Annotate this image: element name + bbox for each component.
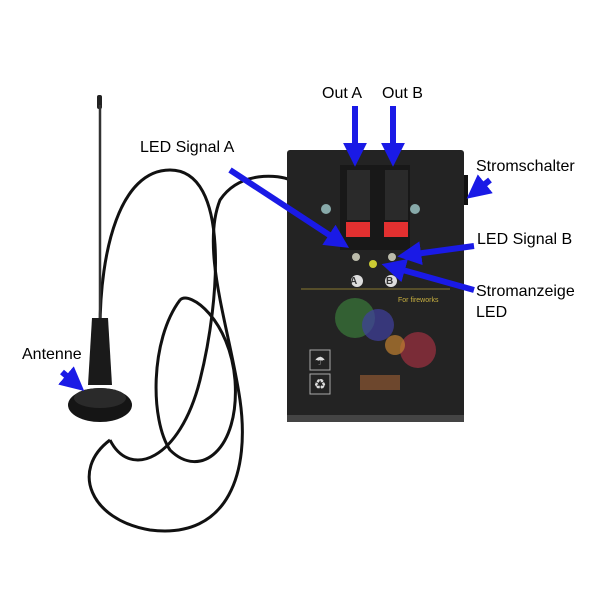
label-stromanzeige-led: LED (476, 304, 508, 321)
device-caption: For fireworks (398, 297, 439, 304)
receiver-box: ♻ ☂ (287, 150, 468, 422)
svg-text:☂: ☂ (315, 354, 326, 368)
arrow-antenne (58, 366, 85, 392)
fireworks-image (335, 298, 436, 390)
screw (321, 204, 331, 214)
arrow-led-a (228, 167, 350, 248)
svg-text:♻: ♻ (314, 376, 327, 392)
label-out-b: Out B (382, 85, 423, 102)
led-b (388, 253, 396, 261)
umbrella-icon (309, 349, 331, 371)
label-led-signal-b: LED Signal B (477, 231, 573, 248)
recycle-icon (309, 373, 331, 395)
antenna-cable (87, 168, 291, 533)
power-led (369, 260, 377, 268)
screw (410, 204, 420, 214)
terminal-a (346, 222, 370, 237)
label-stromschalter: Stromschalter (476, 158, 575, 175)
arrow-stromanzeige (381, 259, 475, 293)
label-led-signal-a: LED Signal A (140, 139, 235, 156)
label-stromanzeige: Stromanzeige (476, 283, 575, 300)
label-antenne: Antenne (22, 346, 82, 363)
arrow-stromschalter (466, 174, 493, 199)
led-a (352, 253, 360, 261)
channel-b-marker: B (386, 276, 394, 287)
terminal-b (384, 222, 408, 237)
channel-a-marker: A (350, 276, 358, 287)
arrow-led-b (397, 241, 475, 266)
label-out-a: Out A (322, 85, 363, 102)
antenna (68, 95, 132, 422)
annotation-arrows (58, 106, 493, 392)
